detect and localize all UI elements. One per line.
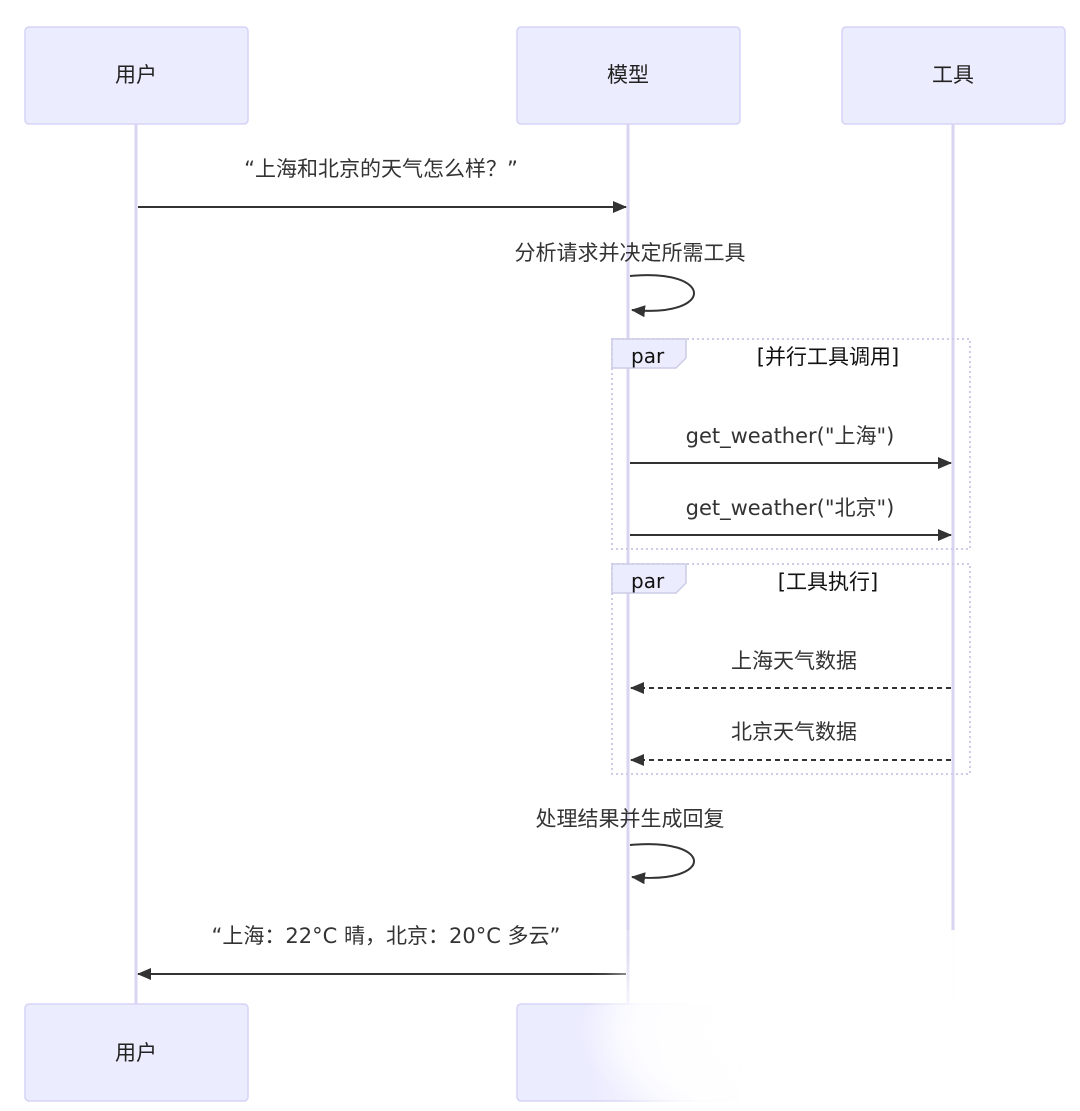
par-block-2-tag: [611, 563, 687, 594]
message-8-label: “上海：22°C 晴，北京：20°C 多云”: [212, 924, 561, 948]
actor-model-label: 模型: [607, 63, 649, 87]
par-block-2-keyword: par: [631, 569, 665, 593]
actor-user-bottom: 用户: [24, 1003, 249, 1102]
par-block-2: par [工具执行]: [611, 563, 971, 775]
fade-overlay-center: [580, 920, 940, 1111]
par-block-1-title: [并行工具调用]: [757, 345, 899, 369]
par-block-1: par [并行工具调用]: [611, 338, 971, 550]
actor-tool-label: 工具: [932, 63, 974, 87]
message-2-label: 分析请求并决定所需工具: [515, 241, 746, 265]
actor-model-top: 模型: [516, 26, 741, 125]
message-4-label: get_weather("北京"): [686, 496, 895, 521]
message-2-self-arrow: [629, 274, 695, 318]
message-7-self-arrow: [629, 843, 695, 885]
message-1-label: “上海和北京的天气怎么样？”: [244, 157, 518, 181]
actor-user-top: 用户: [24, 26, 249, 125]
par-block-1-tag: [611, 338, 687, 369]
actor-user-bottom-label: 用户: [115, 1041, 157, 1065]
message-3-label: get_weather("上海"): [686, 424, 895, 449]
actor-tool-top: 工具: [841, 26, 1066, 125]
par-block-1-keyword: par: [631, 344, 665, 368]
actor-user-label: 用户: [115, 63, 157, 87]
message-7-label: 处理结果并生成回复: [536, 807, 725, 831]
par-block-2-title: [工具执行]: [778, 570, 878, 594]
message-5-label: 上海天气数据: [731, 649, 857, 673]
message-6-label: 北京天气数据: [731, 720, 857, 744]
